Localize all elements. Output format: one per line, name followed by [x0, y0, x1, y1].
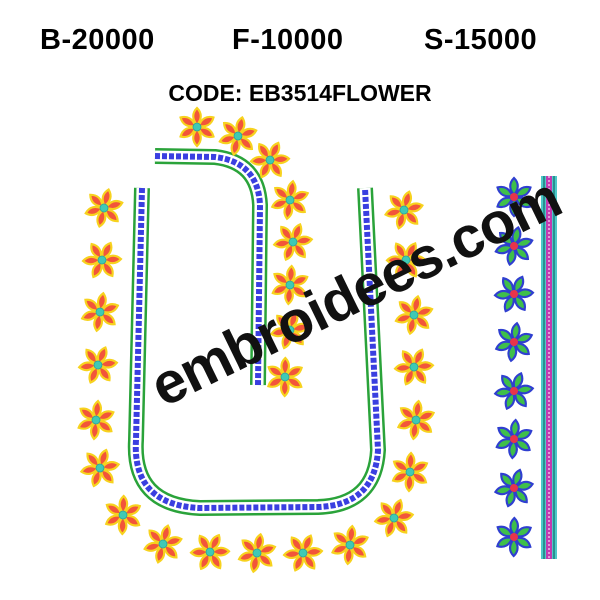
orange-flower-icon	[75, 442, 125, 494]
blue-flower-icon	[494, 516, 534, 558]
orange-flower-icon	[77, 289, 123, 335]
blue-flower-icon	[491, 319, 537, 365]
orange-flower-icon	[267, 216, 319, 268]
orange-flower-icon	[277, 527, 329, 579]
blue-flower-icon	[488, 365, 540, 417]
blue-flower-icon	[488, 267, 540, 321]
orange-flower-icon	[80, 184, 128, 232]
blue-flower-icon	[492, 417, 536, 461]
sleeve-size-label: S-15000	[424, 24, 538, 56]
blue-flower-icon	[489, 463, 539, 513]
size-labels: B-20000 F-10000 S-15000	[0, 24, 600, 64]
back-neck-border	[127, 187, 386, 516]
orange-flower-icon	[267, 177, 313, 223]
orange-flower-icon	[74, 398, 118, 442]
design-code: CODE: EB3514FLOWER	[168, 80, 432, 106]
orange-flower-icon	[369, 492, 419, 544]
blouse-size-label: B-20000	[40, 24, 155, 56]
orange-flower-icon	[177, 106, 217, 148]
orange-flower-icon	[389, 450, 431, 494]
orange-flower-icon	[102, 494, 144, 536]
sleeve-border	[541, 176, 557, 559]
orange-flower-icon	[139, 519, 187, 569]
orange-flower-icon	[394, 397, 438, 443]
front-size-label: F-10000	[232, 24, 344, 56]
orange-flower-icon	[234, 529, 280, 577]
orange-flower-icon	[183, 525, 237, 579]
orange-flower-icon	[75, 233, 129, 287]
orange-flower-icon	[388, 340, 440, 394]
orange-flower-icon	[328, 522, 372, 568]
front-neck-border	[154, 148, 268, 386]
orange-flower-icon	[72, 339, 124, 391]
